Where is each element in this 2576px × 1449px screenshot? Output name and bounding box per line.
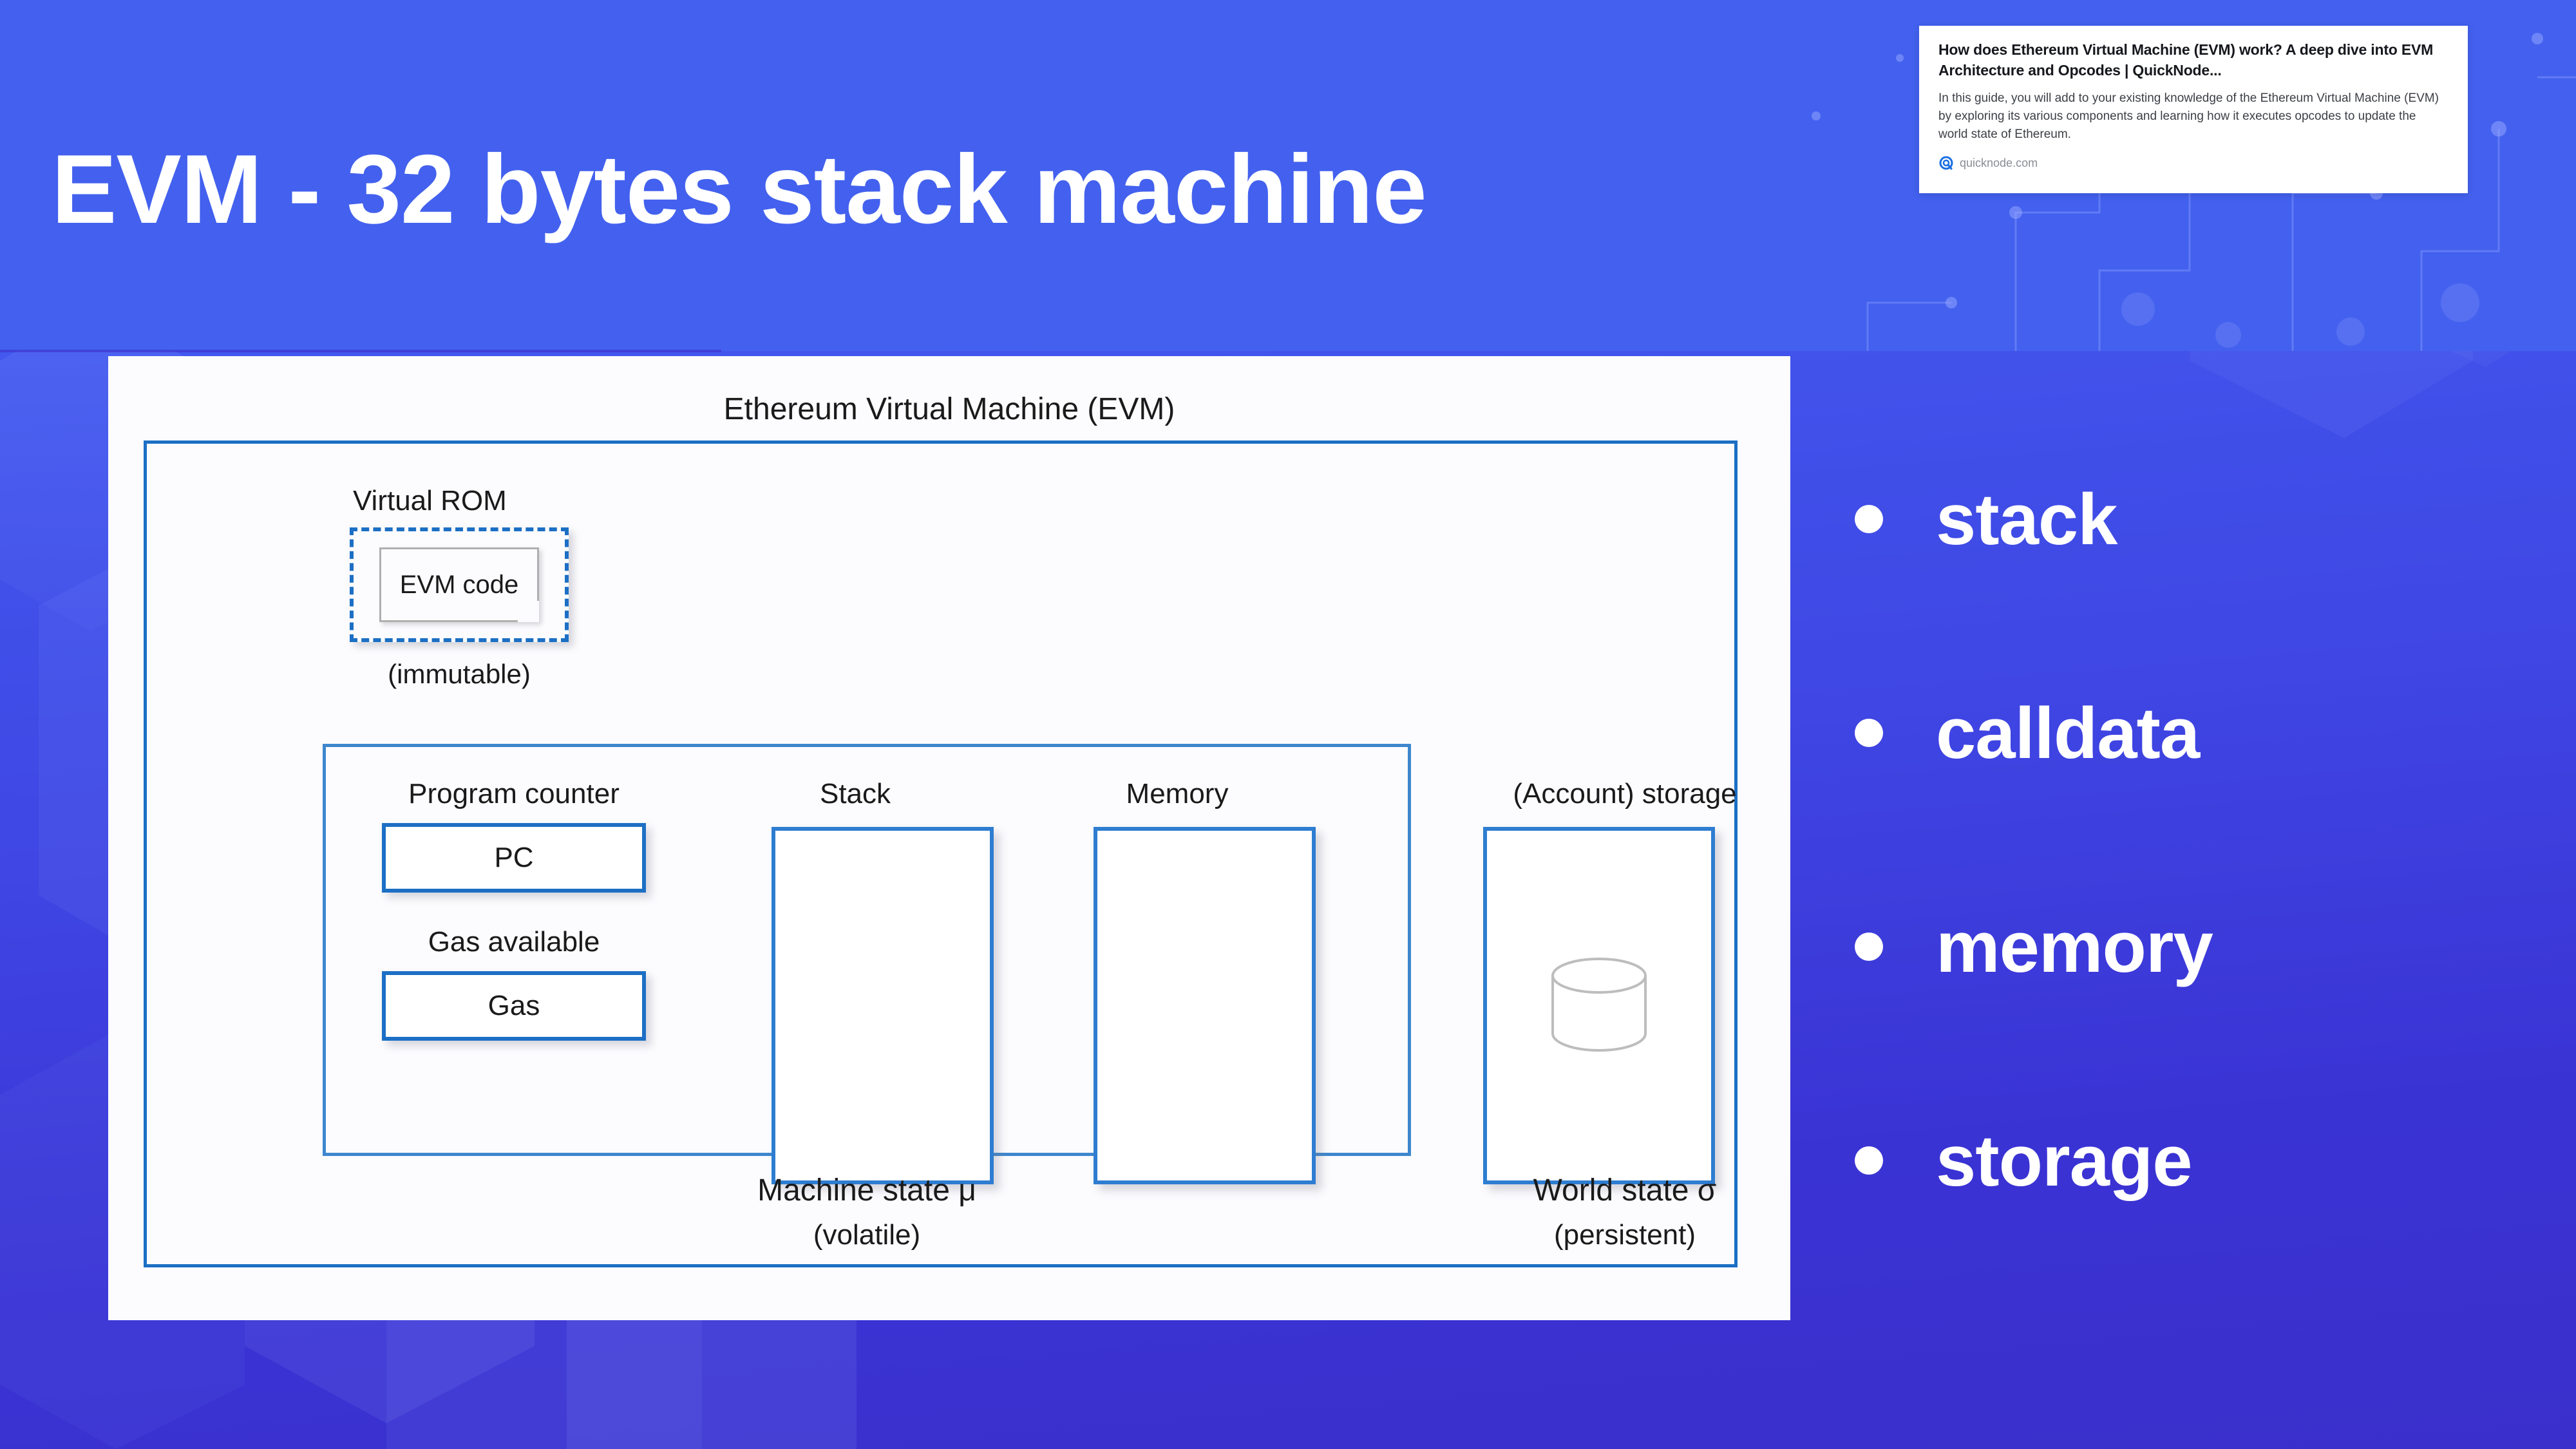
bullet-label-stack: stack bbox=[1936, 478, 2117, 560]
list-item: stack bbox=[1855, 412, 2531, 626]
bullet-list: stack calldata memory storage bbox=[1855, 412, 2531, 1267]
link-preview-card[interactable]: How does Ethereum Virtual Machine (EVM) … bbox=[1919, 26, 2468, 193]
stack-label: Stack bbox=[819, 778, 891, 810]
list-item: calldata bbox=[1855, 626, 2531, 840]
memory-label: Memory bbox=[1126, 778, 1229, 810]
header-band-edge bbox=[0, 350, 721, 352]
evm-code-label: EVM code bbox=[399, 570, 519, 599]
program-counter-box: PC bbox=[382, 823, 646, 893]
bullet-dot-icon bbox=[1855, 1146, 1883, 1175]
virtual-rom-box: EVM code bbox=[350, 527, 569, 642]
gas-available-box: Gas bbox=[382, 971, 646, 1041]
virtual-rom-caption: (immutable) bbox=[388, 659, 531, 689]
bullet-dot-icon bbox=[1855, 719, 1883, 747]
link-preview-domain: quicknode.com bbox=[1960, 156, 2038, 169]
evm-code-note: EVM code bbox=[379, 547, 539, 622]
machine-state-caption: Machine state μ bbox=[757, 1173, 976, 1208]
bullet-dot-icon bbox=[1855, 505, 1883, 533]
world-state-caption: World state σ bbox=[1533, 1173, 1717, 1208]
program-counter-label: Program counter bbox=[408, 778, 620, 810]
account-storage-box bbox=[1483, 827, 1715, 1184]
stack-box bbox=[772, 827, 994, 1184]
database-cylinder-icon bbox=[1551, 957, 1647, 1052]
gas-available-label: Gas available bbox=[428, 926, 600, 958]
account-storage-label: (Account) storage bbox=[1513, 778, 1737, 810]
link-preview-title: How does Ethereum Virtual Machine (EVM) … bbox=[1938, 41, 2434, 79]
link-preview-description: In this guide, you will add to your exis… bbox=[1938, 91, 2439, 142]
virtual-rom-label: Virtual ROM bbox=[353, 485, 507, 516]
diagram-heading: Ethereum Virtual Machine (EVM) bbox=[723, 392, 1175, 426]
quicknode-q-icon bbox=[1939, 156, 1953, 170]
bullet-dot-icon bbox=[1855, 933, 1883, 961]
list-item: storage bbox=[1855, 1054, 2531, 1267]
bullet-label-calldata: calldata bbox=[1936, 692, 2200, 773]
list-item: memory bbox=[1855, 840, 2531, 1054]
bullet-label-memory: memory bbox=[1936, 906, 2213, 987]
memory-box bbox=[1094, 827, 1316, 1184]
machine-state-sub-caption: (volatile) bbox=[813, 1219, 921, 1251]
link-preview-source: quicknode.com bbox=[1938, 155, 2448, 171]
note-fold-corner-icon bbox=[516, 599, 539, 622]
evm-diagram-panel: Ethereum Virtual Machine (EVM) Virtual R… bbox=[108, 356, 1790, 1320]
page-title: EVM - 32 bytes stack machine bbox=[52, 135, 1427, 244]
world-state-sub-caption: (persistent) bbox=[1553, 1219, 1696, 1251]
bullet-label-storage: storage bbox=[1936, 1120, 2193, 1201]
